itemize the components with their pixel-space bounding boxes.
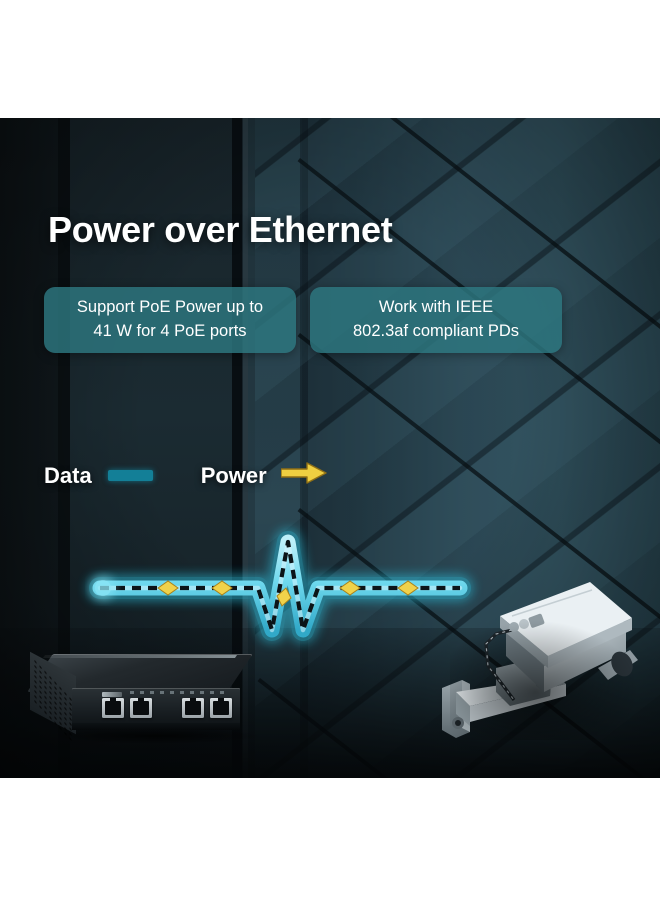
legend-power-label: Power — [200, 462, 267, 488]
data-bar-swatch — [107, 470, 153, 481]
security-camera — [440, 580, 645, 755]
camera-shadow — [450, 620, 640, 740]
legend: Data Power — [44, 462, 327, 489]
tp-link-logo — [102, 692, 122, 697]
rj45-port — [130, 698, 152, 718]
poe-power-callout-line1: Support PoE Power up to — [76, 298, 264, 317]
switch-base-edge — [72, 723, 240, 730]
ieee-callout: Work with IEEE 802.3af compliant PDs — [310, 287, 562, 353]
switch-drop-shadow — [48, 728, 263, 744]
wall-seam-2 — [232, 118, 242, 778]
ieee-callout-line1: Work with IEEE — [378, 298, 494, 317]
page-title: Power over Ethernet — [48, 209, 393, 250]
wall-seam-highlight — [243, 118, 248, 778]
power-arrow-icon — [280, 462, 327, 489]
ieee-callout-line2: 802.3af compliant PDs — [352, 322, 519, 340]
switch-top-highlight — [42, 655, 238, 658]
poe-power-callout: Support PoE Power up to 41 W for 4 PoE p… — [44, 287, 296, 353]
top-letterbox — [0, 0, 660, 118]
poe-power-callout-line2: 41 W for 4 PoE ports — [93, 322, 247, 340]
photo-band — [0, 118, 660, 778]
bottom-letterbox — [0, 778, 660, 900]
callout-group: Support PoE Power up to 41 W for 4 PoE p… — [44, 287, 562, 353]
rj45-port — [210, 698, 232, 718]
wall-seam-1 — [58, 118, 70, 778]
poe-switch — [27, 651, 263, 746]
legend-data-label: Data — [44, 462, 92, 488]
switch-led-strip — [130, 691, 226, 694]
rj45-port — [182, 698, 204, 718]
rj45-port — [102, 698, 124, 718]
